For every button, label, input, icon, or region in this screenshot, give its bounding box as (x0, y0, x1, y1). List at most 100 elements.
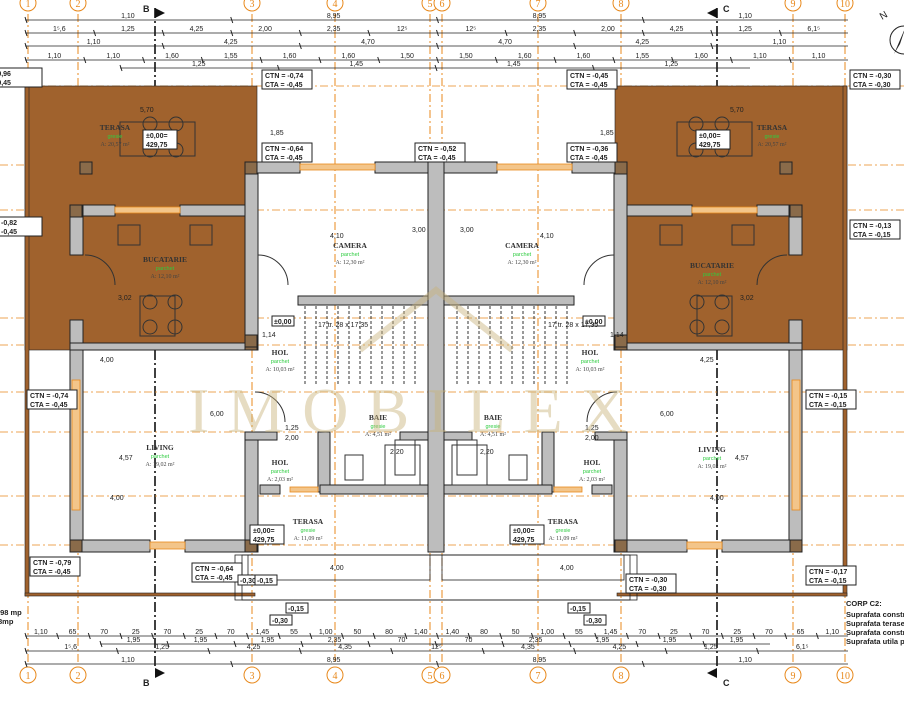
inner-dimension: 3,02 (740, 295, 754, 302)
axis-label-bottom: 5 (428, 671, 433, 682)
level-box (582, 315, 606, 327)
chair (714, 294, 730, 310)
inner-dimension: 4,00 (560, 565, 574, 572)
dimension-tick (390, 647, 394, 655)
room-area: A: 11,09 m² (549, 536, 578, 542)
dimension-label: 2,35 (533, 26, 547, 33)
level-tag: = -0,82= -0,45 (0, 216, 43, 237)
dimension-tick (664, 647, 668, 655)
dimension-label: 2,35 (327, 26, 341, 33)
dimension-tick (298, 647, 302, 655)
room-name: BAIE (369, 413, 387, 422)
dimension-label: 1,10 (812, 53, 826, 60)
dimension-tick (277, 632, 281, 640)
room-name: HOL (272, 348, 289, 357)
dimension-label: 4,35 (338, 644, 352, 651)
axis-label-top: 5 (428, 0, 433, 10)
dimension-label: 2,00 (258, 26, 272, 33)
room-floor: parchet (581, 359, 600, 365)
inner-dimension: 17 tr. 28 x 17,35 (548, 322, 598, 329)
room-floor: parchet (513, 252, 532, 258)
dimension-tick (24, 56, 28, 64)
dimension-tick (573, 29, 577, 37)
dimension-label: 1,10 (121, 657, 135, 664)
dimension-tick (119, 64, 123, 72)
elevation-box (509, 524, 545, 545)
room-area: A: 12,10 m² (698, 280, 727, 286)
dimension-label: 1,55 (635, 53, 649, 60)
dimension-tick (119, 632, 123, 640)
dimension-tick (341, 632, 345, 640)
dimension-tick (573, 647, 577, 655)
table (139, 295, 176, 337)
level-box (285, 602, 309, 614)
inner-dimension: 17 tr. 28 x 17,35 (318, 322, 368, 329)
axis-bubble (529, 666, 547, 684)
wall (297, 295, 434, 306)
fixture (456, 439, 478, 476)
dimension-tick (207, 647, 211, 655)
room-area: A: 19,02 m² (698, 464, 727, 470)
section-flag-icon (155, 668, 165, 678)
axis-label-top: 1 (26, 0, 31, 10)
dimension-tick (24, 29, 28, 37)
room-name: HOL (584, 458, 601, 467)
dimension-label: 1,60 (577, 53, 591, 60)
window (496, 163, 573, 171)
dimension-tick (367, 29, 371, 37)
axis-bubble (529, 0, 547, 12)
dimension-label: 2,35 (328, 637, 342, 644)
axis-label-top: 2 (76, 0, 81, 10)
window (289, 486, 319, 493)
window (791, 379, 801, 511)
dimension-label: 1,25 (704, 644, 718, 651)
axis-bubble (433, 0, 451, 12)
room-name: TERASA (757, 123, 788, 132)
fixture (189, 224, 213, 246)
fixture (508, 454, 528, 481)
elevation-box (142, 129, 178, 150)
terrace-edge (24, 85, 30, 597)
level-tag-box (29, 556, 81, 577)
wall (244, 161, 259, 351)
dimension-label: 4,70 (498, 39, 512, 46)
dimension-label: 25 (132, 629, 140, 636)
dimension-tick (436, 56, 439, 64)
dimension-label: 4,25 (247, 644, 261, 651)
dimension-tick (504, 29, 508, 37)
dimension-label: 8,95 (327, 657, 341, 664)
room-floor: parchet (703, 456, 722, 462)
dimension-tick (404, 632, 408, 640)
level-ctn: CTN = -0,15 (809, 393, 847, 400)
room-area: A: 12,30 m² (336, 260, 365, 266)
level-value: -0,15 (288, 606, 304, 613)
dimension-tick (815, 632, 819, 640)
room-floor: gresie (371, 424, 386, 430)
dimension-tick (161, 42, 165, 50)
dimension-tick (434, 640, 438, 648)
dimension-label: 1,25 (121, 26, 135, 33)
terrace-edge (24, 592, 256, 597)
level-value: ±0,00 (585, 319, 603, 326)
dimension-tick (166, 640, 170, 648)
north-label: N (878, 9, 890, 22)
inner-dimension: 1,85 (600, 130, 614, 137)
dimension-tick (635, 640, 639, 648)
axis-bubble (612, 0, 630, 12)
north-arrow: N (878, 9, 904, 55)
watermark: IMOBILEX (188, 286, 627, 446)
terrace-edge (614, 85, 848, 351)
level-cta: CTA = -0,45 (33, 569, 71, 576)
terrace-outline (247, 554, 431, 581)
window (149, 541, 186, 550)
dimension-tick (784, 632, 788, 640)
wall (594, 431, 628, 441)
dimension-label: 55 (575, 629, 583, 636)
table (696, 295, 733, 337)
